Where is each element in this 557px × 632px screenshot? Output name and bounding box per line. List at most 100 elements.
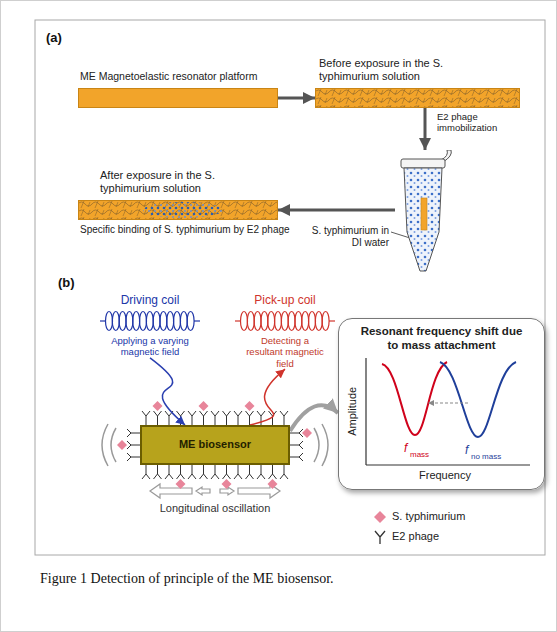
phage [127, 441, 140, 449]
phage [200, 411, 208, 425]
bacterium [268, 479, 278, 489]
strip-body [316, 89, 520, 108]
bacterium [245, 401, 255, 411]
connector-arrow [278, 209, 395, 212]
coil-winding [106, 312, 113, 331]
connector-arrow [150, 358, 185, 425]
phage [257, 465, 265, 479]
phage-array [127, 411, 303, 479]
coil-lead [194, 320, 200, 321]
coil-shape [100, 310, 200, 332]
diagram-label: mass [410, 450, 429, 459]
node-text: Before exposure in the S. typhimurium so… [319, 57, 459, 83]
node-text: Applying a varying magnetic field [100, 332, 200, 358]
phage [269, 465, 277, 479]
phage [154, 465, 162, 479]
coil-winding [160, 312, 167, 331]
coil-lead [329, 320, 335, 321]
coil-winding [174, 312, 181, 331]
pickup-coil: Pick-up coilDetecting a resultant magnet… [235, 310, 335, 369]
figure-caption: Figure 1 Detection of principle of the M… [40, 571, 540, 587]
legend-swatch [372, 529, 388, 545]
resonator-strip: ME Magnetoelastic resonator platform [78, 88, 278, 108]
phage [188, 465, 196, 479]
coil-winding [322, 312, 329, 331]
diagram-label: (a) [46, 31, 62, 46]
coil-winding [140, 312, 147, 331]
bacterium [117, 440, 127, 450]
coil-winding [275, 312, 282, 331]
diagram-label: f [465, 444, 468, 458]
coil-winding [146, 312, 153, 331]
legend-text: S. typhimurium [392, 510, 465, 523]
phage-coated-strip: Before exposure in the S. typhimurium so… [315, 88, 520, 108]
node-text: Resonant frequency shift due to mass att… [339, 319, 544, 353]
coil-winding [126, 312, 133, 331]
coil-winding [302, 312, 309, 331]
phage-texture [79, 201, 277, 219]
phage [211, 465, 219, 479]
coil-winding [180, 312, 187, 331]
coil-winding [295, 312, 302, 331]
phage [165, 465, 173, 479]
oscillation-arrows [150, 484, 280, 498]
phage [127, 429, 140, 437]
phage [142, 411, 150, 425]
me-biosensor: ME biosensor [140, 425, 290, 465]
strip-shape [78, 200, 278, 220]
coil-winding [241, 312, 248, 331]
inset-panel: Resonant frequency shift due to mass att… [338, 318, 545, 490]
coil-winding [119, 312, 126, 331]
coil-winding [281, 312, 288, 331]
phage [200, 465, 208, 479]
phage [223, 411, 231, 425]
coil-winding [261, 312, 268, 331]
coil-winding [254, 312, 261, 331]
bacterium [222, 479, 232, 489]
coil-winding [133, 312, 140, 331]
phage [188, 411, 196, 425]
phage [246, 465, 254, 479]
node-text: After exposure in the S. typhimurium sol… [100, 169, 250, 195]
bound-bacteria [143, 202, 223, 218]
diagram-label: (b) [58, 276, 75, 291]
immersed-strip [421, 198, 427, 230]
node-text: Pick-up coil [225, 293, 345, 307]
phage [127, 453, 140, 461]
node-text: Specific binding of S. typhimurium by E2… [80, 224, 290, 236]
node-text: Detecting a resultant magnetic field [235, 332, 335, 369]
strip-body [79, 89, 278, 108]
connector-arrow [290, 405, 338, 431]
coil-lead [235, 320, 241, 321]
phage [290, 453, 303, 461]
phage [246, 411, 254, 425]
phage [290, 441, 303, 449]
strip-shape [78, 88, 278, 108]
phage [154, 411, 162, 425]
coil-winding [112, 312, 119, 331]
driving-coil: Driving coilApplying a varying magnetic … [100, 310, 200, 358]
bacterium [153, 401, 163, 411]
phage [280, 411, 288, 425]
node-text: Driving coil [90, 293, 210, 307]
coil-winding [315, 312, 322, 331]
coil-winding [288, 312, 295, 331]
coil-winding [167, 312, 174, 331]
strip-body [79, 201, 278, 220]
phage [223, 465, 231, 479]
diagram-label: no mass [471, 452, 501, 461]
bacterium [176, 479, 186, 489]
resonance-plot [366, 358, 530, 465]
coil-winding [187, 312, 194, 331]
legend-swatch [372, 509, 388, 525]
coil-winding [309, 312, 316, 331]
bacterium [302, 428, 312, 438]
node-text: E2 phage immobilization [437, 111, 537, 134]
oscillation-arcs [102, 424, 328, 466]
phage-symbol [375, 531, 385, 544]
tube-shape [395, 150, 455, 275]
